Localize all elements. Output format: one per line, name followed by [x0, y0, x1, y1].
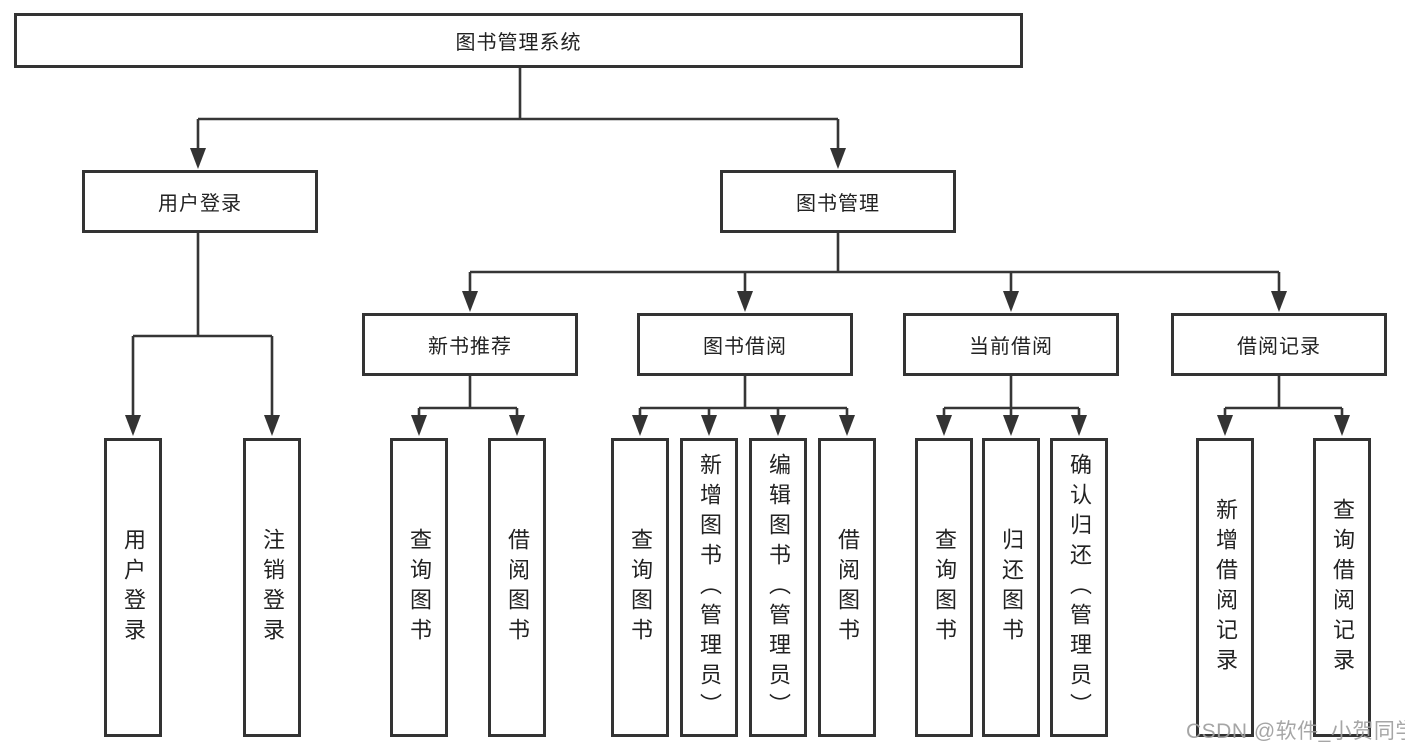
csdn-watermark: CSDN @软件_小贺同学	[1186, 720, 1405, 743]
node-borrow-record-label: 借阅记录	[1237, 336, 1321, 358]
arrowhead	[701, 415, 717, 436]
arrowhead	[1071, 415, 1087, 436]
node-root-system-label: 图书管理系统	[455, 32, 582, 54]
arrowhead	[1003, 291, 1019, 312]
leaf-query-book-recommend: 查询图书	[390, 438, 448, 737]
node-current-borrow: 当前借阅	[903, 313, 1119, 376]
leaf-logout-label: 注销登录	[260, 527, 285, 648]
arrowhead	[830, 148, 846, 169]
leaf-confirm-return-admin-label: 确认归还（管理员）	[1067, 452, 1092, 723]
leaf-query-book-recommend-label: 查询图书	[407, 527, 432, 648]
arrowhead	[770, 415, 786, 436]
arrowhead	[190, 148, 206, 169]
leaf-borrow-book: 借阅图书	[818, 438, 876, 737]
edge-current-borrow-bus	[942, 376, 1081, 416]
node-book-management-label: 图书管理	[796, 193, 880, 215]
leaf-user-login-label: 用户登录	[121, 527, 146, 648]
arrowhead	[737, 291, 753, 312]
node-borrow-record: 借阅记录	[1171, 313, 1387, 376]
arrowhead	[936, 415, 952, 436]
arrowhead	[125, 415, 141, 436]
leaf-user-login: 用户登录	[104, 438, 162, 737]
leaf-query-book-current-label: 查询图书	[932, 527, 957, 648]
node-new-book-recommend: 新书推荐	[362, 313, 578, 376]
leaf-return-book: 归还图书	[982, 438, 1040, 737]
arrowhead	[1334, 415, 1350, 436]
leaf-edit-book-admin: 编辑图书（管理员）	[749, 438, 807, 737]
leaf-add-borrow-record: 新增借阅记录	[1196, 438, 1254, 737]
arrowhead	[462, 291, 478, 312]
node-book-borrow-label: 图书借阅	[703, 336, 787, 358]
leaf-logout: 注销登录	[243, 438, 301, 737]
leaf-query-book-borrow-label: 查询图书	[628, 527, 653, 648]
arrowhead	[411, 415, 427, 436]
leaf-confirm-return-admin: 确认归还（管理员）	[1050, 438, 1108, 737]
leaf-query-borrow-record: 查询借阅记录	[1313, 438, 1371, 737]
node-user-login: 用户登录	[82, 170, 318, 233]
leaf-query-borrow-record-label: 查询借阅记录	[1330, 497, 1355, 678]
leaf-query-book-current: 查询图书	[915, 438, 973, 737]
arrowhead	[632, 415, 648, 436]
leaf-edit-book-admin-label: 编辑图书（管理员）	[766, 452, 791, 723]
node-root-system: 图书管理系统	[14, 13, 1023, 68]
edge-book-mgmt-bus	[468, 233, 1281, 292]
edge-book-borrow-bus	[638, 376, 849, 416]
edge-new-book-bus	[417, 376, 519, 416]
node-book-management: 图书管理	[720, 170, 956, 233]
arrowhead	[839, 415, 855, 436]
leaf-return-book-label: 归还图书	[999, 527, 1024, 648]
edge-borrow-record-bus	[1223, 376, 1344, 416]
edge-root-bus	[196, 68, 840, 150]
leaf-add-borrow-record-label: 新增借阅记录	[1213, 497, 1238, 678]
leaf-borrow-book-recommend-label: 借阅图书	[505, 527, 530, 648]
leaf-borrow-book-label: 借阅图书	[835, 527, 860, 648]
node-book-borrow: 图书借阅	[637, 313, 853, 376]
node-current-borrow-label: 当前借阅	[969, 336, 1053, 358]
edge-user-login-bus	[131, 233, 274, 416]
arrowhead	[1271, 291, 1287, 312]
leaf-borrow-book-recommend: 借阅图书	[488, 438, 546, 737]
arrowhead	[509, 415, 525, 436]
node-new-book-recommend-label: 新书推荐	[428, 336, 512, 358]
node-user-login-label: 用户登录	[158, 193, 242, 215]
arrowhead	[1217, 415, 1233, 436]
arrowhead	[1003, 415, 1019, 436]
leaf-add-book-admin: 新增图书（管理员）	[680, 438, 738, 737]
leaf-query-book-borrow: 查询图书	[611, 438, 669, 737]
leaf-add-book-admin-label: 新增图书（管理员）	[697, 452, 722, 723]
arrowhead	[264, 415, 280, 436]
